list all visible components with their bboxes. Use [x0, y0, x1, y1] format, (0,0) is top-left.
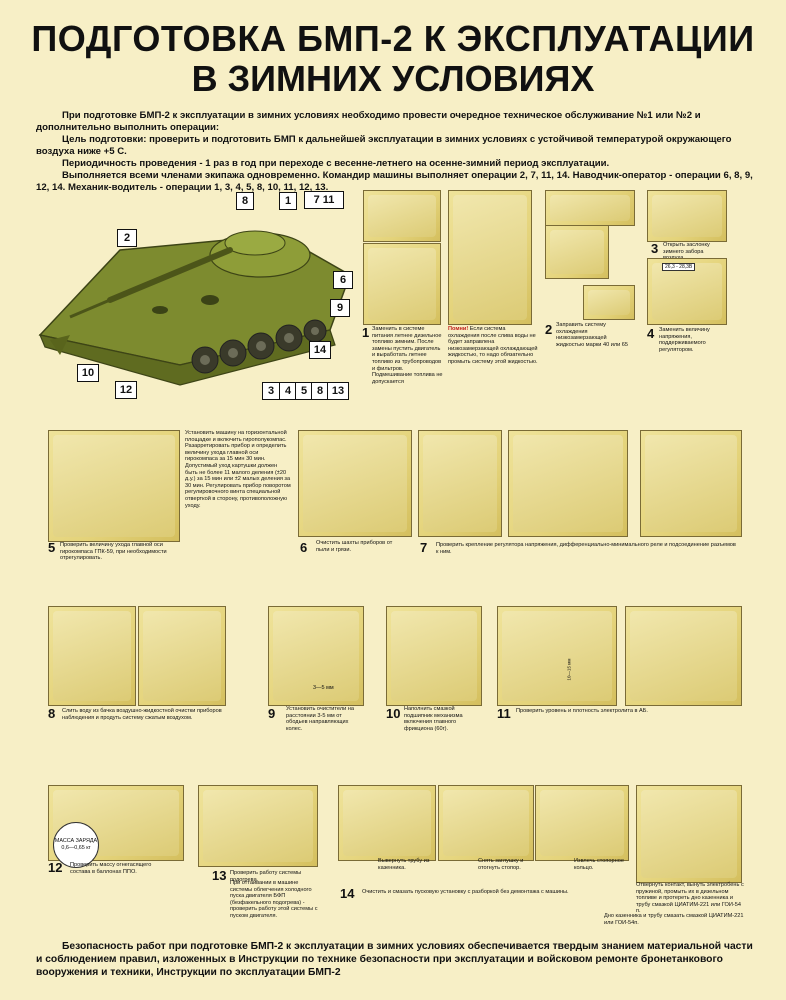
op1-image-bottom: [363, 243, 441, 325]
op8-image-2: [138, 606, 226, 706]
op1-image-top: [363, 190, 441, 242]
op14-step-b: Снять заглушку и отогнуть стопор.: [478, 858, 524, 871]
op14-step-d: Отвернуть контакт, вынуть электробень с …: [636, 882, 744, 915]
op14-image-1: [338, 785, 436, 861]
op11-image-1: 10—15 мм: [497, 606, 617, 706]
op6-number: 6: [300, 540, 308, 555]
op2-image-bottom: [583, 285, 635, 320]
intro-p3: Периодичность проведения - 1 раз в год п…: [62, 158, 610, 169]
op1b-caption: Помни! Если система охлаждения после сли…: [448, 326, 538, 366]
op10-image: [386, 606, 482, 706]
op14-image-4: [636, 785, 742, 883]
poster-title-line1: ПОДГОТОВКА БМП-2 К ЭКСПЛУАТАЦИИ: [31, 18, 755, 59]
op14-step-e: Дно казенника и трубу смазать смазкой ЦИ…: [604, 913, 744, 926]
callout-2: 2: [117, 229, 137, 247]
op3-image: [647, 190, 727, 242]
op4-caption: Заменить величину напряжения, поддержива…: [659, 327, 710, 353]
footer-paragraph: Безопасность работ при подготовке БМП-2 …: [36, 941, 753, 978]
callout-9: 9: [330, 299, 350, 317]
poster-title-line2: В ЗИМНИХ УСЛОВИЯХ: [191, 58, 595, 99]
op8-number: 8: [48, 706, 56, 721]
op11-image-2: [625, 606, 742, 706]
callout-10: 10: [77, 364, 99, 382]
intro-p1: При подготовке БМП-2 к эксплуатации в зи…: [36, 110, 701, 133]
callout-3: 3: [262, 382, 280, 400]
op7-image-1: [418, 430, 502, 537]
bmp2-vehicle-illustration: [38, 230, 351, 386]
op2-number: 2: [545, 322, 553, 337]
op13-caption-2: При оттаивании в машине системы облегчен…: [230, 880, 318, 919]
op1b-warning: Помни!: [448, 326, 469, 332]
op14-caption: Очистить и смазать пусковую установку с …: [362, 889, 569, 895]
intro-text: При подготовке БМП-2 к эксплуатации в зи…: [36, 110, 756, 194]
op8-image-1: [48, 606, 136, 706]
op4-image: 26,3 - 28,3В: [647, 258, 727, 325]
op4-number: 4: [647, 326, 655, 341]
op10-caption: Наполнить смазкой подшипник механизма вк…: [404, 706, 463, 732]
op13-number: 13: [212, 868, 227, 883]
op12-mass-label: МАССА ЗАРЯДА 0,6—0,65 кг: [53, 822, 99, 868]
op5-side-text: Установить машину на горизонтальной площ…: [185, 430, 291, 509]
op4-voltage-display: 26,3 - 28,3В: [662, 263, 696, 271]
op11-number: 11: [497, 706, 511, 721]
op11-dimension: 10—15 мм: [566, 658, 572, 681]
callout-1: 1: [279, 192, 297, 210]
op8-caption: Слить воду из бачка воздушно-жидкостной …: [62, 708, 222, 721]
op13-image: [198, 785, 318, 867]
op9-image: 3—5 мм: [268, 606, 364, 706]
op14-step-c: Извлечь стопорное кольцо.: [574, 858, 624, 871]
op9-dimension: 3—5 мм: [313, 685, 334, 691]
op7-image-2: [508, 430, 628, 537]
op5-caption: Проверить величину ухода главной оси гир…: [60, 542, 167, 562]
op13-caption: Проверить работу системы подогрева.: [230, 870, 302, 883]
callout-6: 6: [333, 271, 353, 289]
op12-caption: Проверить массу огнегасящего состава в б…: [70, 862, 152, 875]
op14-image-2: [438, 785, 534, 861]
op1-number: 1: [362, 325, 370, 340]
op5-image: [48, 430, 180, 542]
op10-number: 10: [386, 706, 401, 721]
op1-caption: Заменить в системе питания летнее дизель…: [372, 326, 443, 385]
op2-caption: Заправить систему охлаждения низкозамерз…: [556, 322, 629, 348]
op1b-caption-text: Если система охлаждения после слива воды…: [448, 326, 538, 365]
op14-step-a: Вывернуть трубу из казенника.: [378, 858, 430, 871]
op7-number: 7: [420, 540, 428, 555]
callout-8-top: 8: [236, 192, 254, 210]
op6-image: [298, 430, 412, 537]
op7-image-3: [640, 430, 742, 537]
callout-13: 13: [327, 382, 349, 400]
footer-safety-text: Безопасность работ при подготовке БМП-2 …: [36, 940, 756, 979]
op9-number: 9: [268, 706, 276, 721]
op14-image-3: [535, 785, 629, 861]
op1b-image: [448, 190, 532, 325]
op2-image-top: [545, 190, 635, 226]
intro-p2: Цель подготовки: проверить и подготовить…: [36, 134, 732, 157]
callout-7-11: 7 11: [304, 191, 344, 209]
op5-number: 5: [48, 540, 56, 555]
callout-14: 14: [309, 341, 331, 359]
callout-12: 12: [115, 381, 137, 399]
op14-number: 14: [340, 886, 355, 901]
op7-caption: Проверить крепление регулятора напряжени…: [436, 542, 736, 555]
op6-caption: Очистить шахты приборов от пыли и грязи.: [316, 540, 393, 553]
op2-image-middle: [545, 225, 609, 279]
op12-number: 12: [48, 860, 63, 875]
op9-caption: Установить очистители на расстоянии 3-5 …: [286, 706, 354, 732]
op3-number: 3: [651, 241, 659, 256]
intro-p4: Выполняется всеми членами экипажа одновр…: [36, 170, 753, 193]
op11-caption: Проверить уровень и плотность электролит…: [516, 708, 648, 714]
